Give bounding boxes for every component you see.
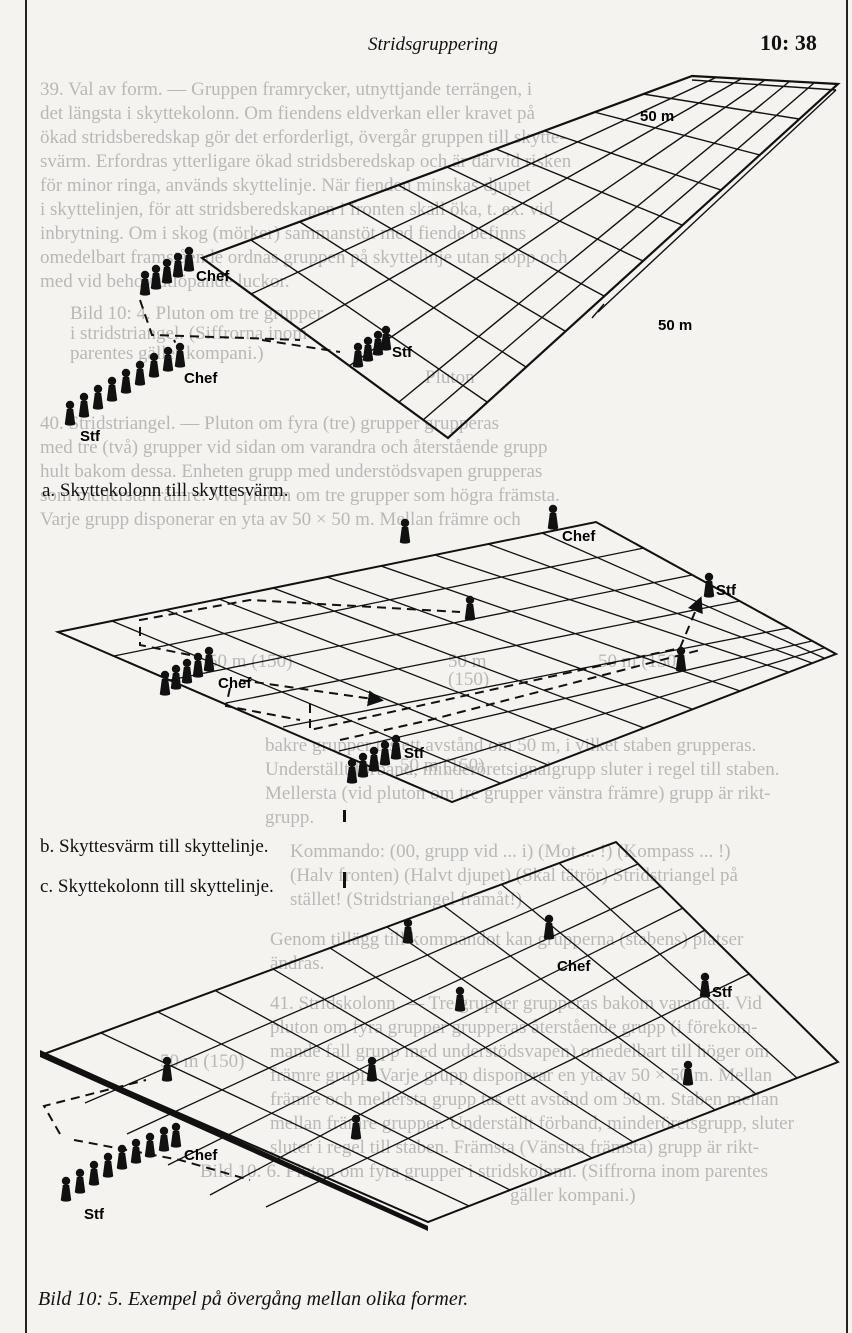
soldier-marker: [140, 271, 150, 296]
diagram-a-squad-group-2: [65, 343, 185, 426]
soldier-marker: [367, 1057, 377, 1082]
soldier-marker: [159, 1127, 169, 1152]
diagram-a-grid: [202, 76, 838, 438]
diagram-a-chef-label-2: Chef: [184, 370, 218, 387]
diagram-a-dim-top-label: 50 m: [640, 108, 674, 125]
figure-caption: Bild 10: 5. Exempel på övergång mellan o…: [38, 1288, 468, 1311]
soldier-marker: [162, 259, 172, 284]
diagram-b-caption: b. Skyttesvärm till skyttelinje.: [40, 836, 269, 858]
soldier-marker: [171, 1123, 181, 1148]
diagram-a-dim-side-label: 50 m: [658, 317, 692, 334]
soldier-marker: [544, 915, 554, 940]
diagram-b-grid: [58, 522, 836, 802]
diagram-a-swarm-group: [353, 326, 391, 368]
soldier-marker: [131, 1139, 141, 1164]
soldier-marker: [403, 919, 413, 944]
diagram-a-stf-label-2: Stf: [80, 428, 101, 445]
soldier-marker: [93, 385, 103, 410]
diagram-b-chef-label-2: Chef: [562, 528, 596, 545]
soldier-marker: [381, 326, 391, 351]
diagram-c-stf-label-1: Stf: [84, 1206, 105, 1223]
soldier-marker: [391, 735, 401, 760]
soldier-marker: [160, 671, 170, 696]
diagram-c-chef-label-2: Chef: [557, 958, 591, 975]
soldier-marker: [145, 1133, 155, 1158]
soldier-marker: [704, 573, 714, 598]
soldier-marker: [79, 393, 89, 418]
diagram-c-stf-label-2: Stf: [712, 984, 733, 1001]
soldier-marker: [61, 1177, 71, 1202]
diagram-b-movement-paths: [140, 600, 700, 740]
diagram-c-squad-group-1: [61, 1123, 181, 1202]
diagram-b-chef-label-1: Chef: [218, 675, 252, 692]
soldier-marker: [163, 347, 173, 372]
soldier-marker: [107, 377, 117, 402]
soldier-marker: [151, 265, 161, 290]
soldier-marker: [683, 1061, 693, 1086]
diagram-b-skyttesvarm-to-skyttelinje: Chef Stf Chef Stf: [58, 505, 836, 802]
soldier-marker: [455, 987, 465, 1012]
soldier-marker: [193, 653, 203, 678]
soldier-marker: [65, 401, 75, 426]
soldier-marker: [184, 247, 194, 272]
soldier-marker: [117, 1145, 127, 1170]
soldier-marker: [358, 753, 368, 778]
soldier-marker: [347, 759, 357, 784]
diagram-b-stf-label-2: Stf: [716, 582, 737, 599]
diagram-c-caption: c. Skyttekolonn till skyttelinje.: [40, 876, 274, 898]
soldier-marker: [353, 343, 363, 368]
soldier-marker: [700, 973, 710, 998]
soldier-marker: [465, 596, 475, 621]
diagram-a-caption: a. Skyttekolonn till skyttesvärm.: [42, 480, 288, 502]
soldier-marker: [121, 369, 131, 394]
soldier-marker: [548, 505, 558, 530]
soldier-marker: [351, 1115, 361, 1140]
diagram-c-skyttekolonn-to-skyttelinje: Chef Stf Chef Stf: [40, 842, 838, 1231]
diagram-c-grid: [44, 842, 838, 1222]
soldier-marker: [676, 647, 686, 672]
diagram-a-chef-label-1: Chef: [196, 268, 230, 285]
diagram-a-squad-group-1: [140, 247, 194, 296]
soldier-marker: [173, 253, 183, 278]
soldier-marker: [89, 1161, 99, 1186]
diagram-b-stf-label-1: Stf: [404, 745, 425, 762]
soldier-marker: [204, 647, 214, 672]
diagram-c-chef-label-1: Chef: [184, 1147, 218, 1164]
soldier-marker: [171, 665, 181, 690]
soldier-marker: [103, 1153, 113, 1178]
soldier-marker: [363, 337, 373, 362]
soldier-marker: [135, 361, 145, 386]
soldier-marker: [182, 659, 192, 684]
soldier-marker: [175, 343, 185, 368]
soldier-marker: [149, 353, 159, 378]
diagram-a-stf-label-1: Stf: [392, 344, 413, 361]
diagram-separator-ticks: [343, 810, 346, 888]
soldier-marker: [75, 1169, 85, 1194]
soldier-marker: [380, 741, 390, 766]
soldier-marker: [400, 519, 410, 544]
soldier-marker: [162, 1057, 172, 1082]
diagram-a-skyttekolonn-to-skyttesvarm: 50 m 50 m Chef: [65, 76, 838, 445]
soldier-marker: [369, 747, 379, 772]
diagram-c-line-soldiers: [162, 915, 710, 1140]
